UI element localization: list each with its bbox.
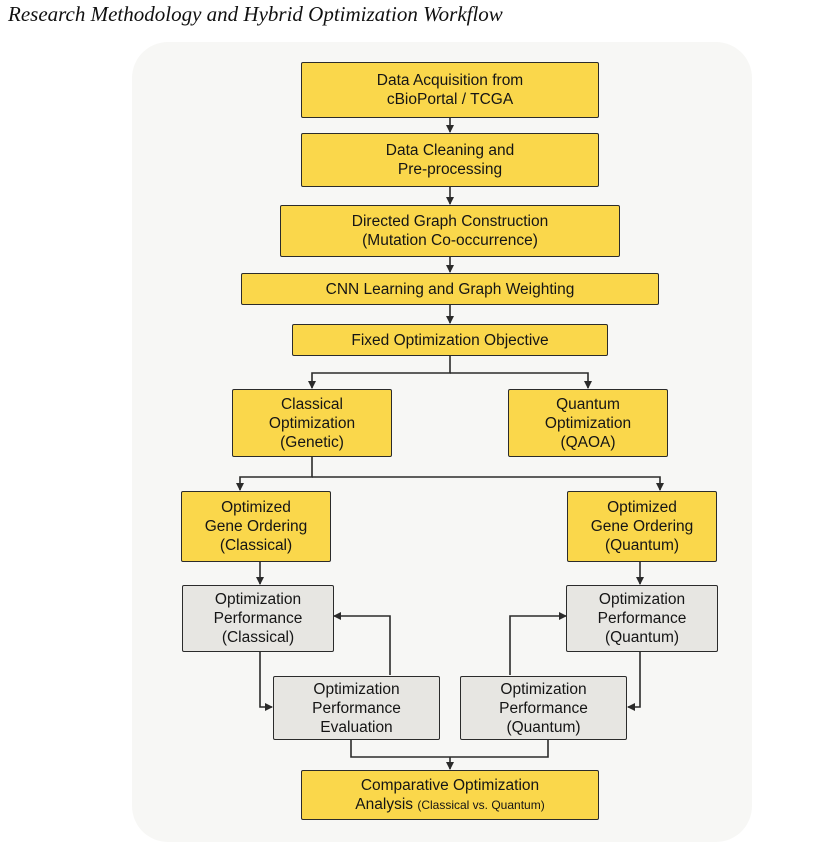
node-performance-quantum-2: Optimization Performance (Quantum) — [460, 676, 627, 740]
node-comparative-analysis: Comparative Optimization Analysis (Class… — [301, 770, 599, 820]
node-graph-construction: Directed Graph Construction (Mutation Co… — [280, 205, 620, 257]
node-ordering-classical: Optimized Gene Ordering (Classical) — [181, 491, 331, 562]
node-quantum-optimization: Quantum Optimization (QAOA) — [508, 389, 668, 457]
node-performance-classical: Optimization Performance (Classical) — [182, 585, 334, 652]
merge-right — [450, 740, 549, 758]
node-performance-quantum: Optimization Performance (Quantum) — [566, 585, 718, 652]
arrow-perf-eval — [259, 652, 273, 711]
node-data-cleaning: Data Cleaning and Pre-processing — [301, 133, 599, 187]
node-performance-evaluation: Optimization Performance Evaluation — [273, 676, 440, 740]
node-cnn-learning: CNN Learning and Graph Weighting — [241, 273, 659, 305]
arrow-perf-q2 — [627, 652, 641, 711]
diagram-title: Research Methodology and Hybrid Optimiza… — [8, 2, 503, 26]
split-objective-right — [450, 372, 592, 389]
join-opt-left — [236, 457, 313, 491]
split-objective — [308, 356, 451, 389]
merge-left — [350, 740, 450, 758]
node-classical-optimization: Classical Optimization (Genetic) — [232, 389, 392, 457]
node-data-acquisition: Data Acquisition from cBioPortal / TCGA — [301, 62, 599, 118]
node-ordering-quantum: Optimized Gene Ordering (Quantum) — [567, 491, 717, 562]
node-fixed-objective: Fixed Optimization Objective — [292, 324, 608, 356]
arrow-q2-perf — [509, 612, 567, 675]
arrow-eval-perf — [333, 612, 391, 675]
join-opt-right — [312, 476, 664, 491]
